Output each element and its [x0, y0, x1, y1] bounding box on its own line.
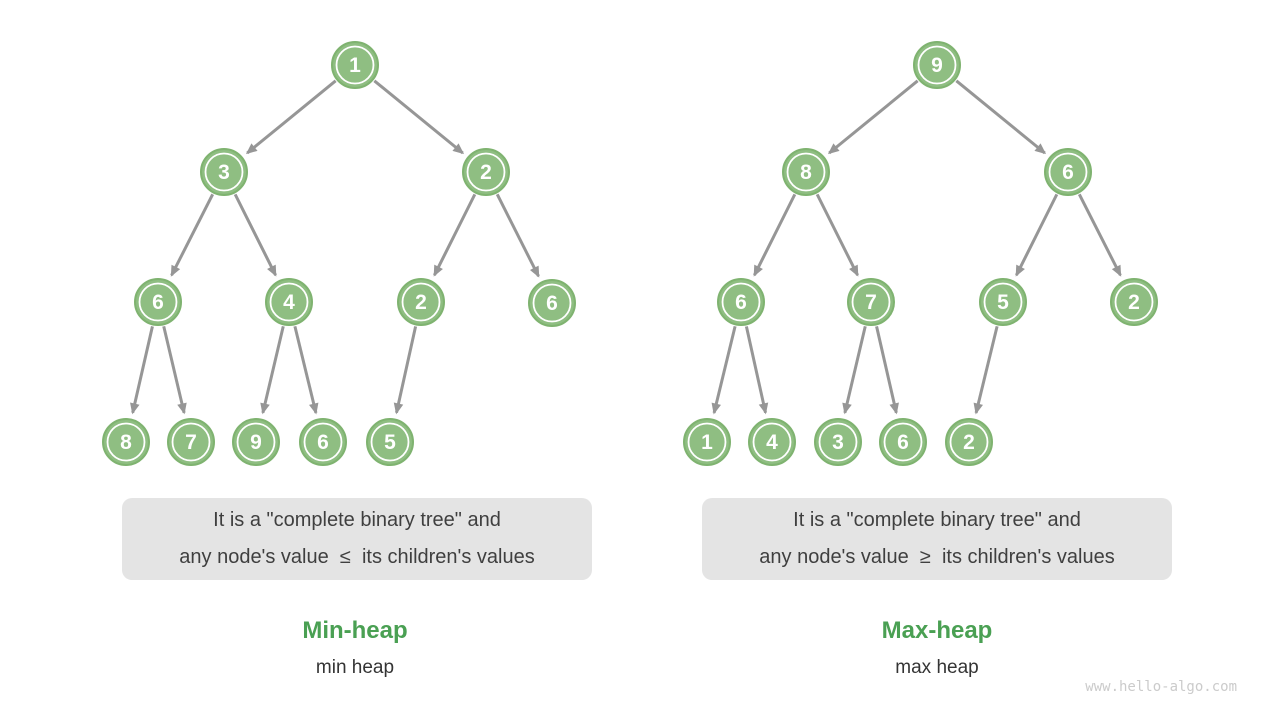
tree-node: 4 [265, 278, 313, 326]
tree-edge [753, 193, 797, 277]
tree-node: 2 [397, 278, 445, 326]
tree-node-value: 8 [800, 161, 812, 184]
tree-node-value: 9 [931, 54, 943, 77]
tree-node: 6 [134, 278, 182, 326]
max-heap-subtitle: max heap [895, 657, 979, 678]
tree-node: 2 [1110, 278, 1158, 326]
min-heap-subtitle: min heap [315, 657, 395, 678]
min-heap-caption: It is a "complete binary tree" and any n… [122, 498, 592, 580]
tree-node-value: 1 [701, 431, 713, 454]
tree-node: 8 [782, 148, 830, 196]
tree-node: 3 [200, 148, 248, 196]
tree-node: 5 [979, 278, 1027, 326]
tree-node-value: 4 [283, 291, 295, 314]
tree-edge [393, 326, 418, 415]
tree-edge [130, 326, 154, 415]
heap-trees-canvas: 1 3 2 6 4 2 6 8 7 9 6 5 9 8 6 6 7 5 2 1 4 3 6 2 [102, 41, 1158, 466]
tree-node: 1 [331, 41, 379, 89]
tree-edge [973, 325, 999, 415]
tree-node-value: 2 [963, 431, 975, 454]
max-heap-caption-line1: It is a "complete binary tree" and [793, 509, 1081, 531]
tree-edge [293, 325, 319, 415]
tree-node: 3 [814, 418, 862, 466]
tree-node-value: 3 [832, 431, 844, 454]
tree-node: 7 [847, 278, 895, 326]
tree-node: 9 [232, 418, 280, 466]
tree-node-value: 6 [897, 431, 909, 454]
tree-node: 6 [879, 418, 927, 466]
tree-edge [955, 79, 1047, 155]
tree-edge [827, 79, 919, 155]
tree-edge [815, 193, 859, 277]
tree-node-value: 2 [480, 161, 492, 184]
min-heap-title: Min-heap [302, 617, 408, 644]
tree-edge [875, 326, 899, 415]
tree-edge [495, 193, 540, 278]
tree-edge [433, 193, 477, 277]
min-heap-caption-line1: It is a "complete binary tree" and [213, 509, 501, 531]
tree-node: 6 [1044, 148, 1092, 196]
tree-node: 6 [299, 418, 347, 466]
tree-node-value: 1 [349, 54, 361, 77]
tree-edge [260, 325, 285, 415]
tree-node-value: 6 [546, 292, 558, 315]
tree-edge [162, 325, 187, 415]
tree-node: 9 [913, 41, 961, 89]
tree-node-value: 5 [997, 291, 1009, 314]
tree-node-value: 6 [1062, 161, 1074, 184]
tree-node: 1 [683, 418, 731, 466]
tree-edge [842, 325, 867, 415]
tree-node-value: 4 [766, 431, 778, 454]
tree-edge [373, 79, 465, 155]
tree-node: 6 [528, 279, 576, 327]
tree-node: 2 [945, 418, 993, 466]
tree-node: 2 [462, 148, 510, 196]
tree-node: 7 [167, 418, 215, 466]
tree-node-value: 3 [218, 161, 230, 184]
min-heap-caption-line2: any node's value ≤ its children's values [179, 546, 535, 568]
tree-node-value: 2 [415, 291, 427, 314]
max-heap-tree: 9 8 6 6 7 5 2 1 4 3 6 2 [683, 41, 1158, 466]
tree-edge [711, 325, 737, 415]
tree-node-value: 7 [865, 291, 877, 314]
tree-edge [1015, 193, 1059, 277]
tree-edge [744, 326, 769, 415]
tree-node: 4 [748, 418, 796, 466]
tree-node-value: 8 [120, 431, 132, 454]
tree-edge [245, 79, 337, 155]
tree-node-value: 2 [1128, 291, 1140, 314]
tree-node-value: 6 [152, 291, 164, 314]
watermark: www.hello-algo.com [1085, 679, 1237, 695]
tree-node-value: 7 [185, 431, 197, 454]
tree-node-value: 6 [317, 431, 329, 454]
tree-node: 8 [102, 418, 150, 466]
max-heap-caption-line2: any node's value ≥ its children's values [759, 546, 1115, 568]
tree-node: 5 [366, 418, 414, 466]
tree-node-value: 9 [250, 431, 262, 454]
tree-edge [1077, 193, 1122, 277]
tree-node-value: 5 [384, 431, 396, 454]
max-heap-title: Max-heap [881, 617, 993, 644]
max-heap-caption: It is a "complete binary tree" and any n… [702, 498, 1172, 580]
min-heap-tree: 1 3 2 6 4 2 6 8 7 9 6 5 [102, 41, 576, 466]
tree-node-value: 6 [735, 291, 747, 314]
tree-edge [170, 193, 215, 277]
tree-edge [233, 193, 277, 277]
tree-node: 6 [717, 278, 765, 326]
